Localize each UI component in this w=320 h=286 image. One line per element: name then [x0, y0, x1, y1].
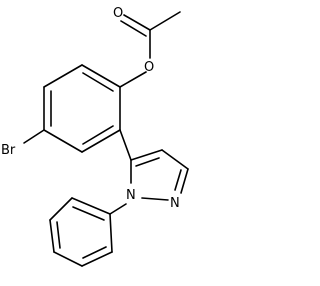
structure-diagram: O O Br N N — [1, 6, 189, 267]
bond-ring1-a-inner — [82, 72, 114, 92]
bond-methyl-carbonyl — [149, 11, 181, 31]
molecule-canvas: O O Br N N — [1, 6, 189, 267]
atom-label-ester-oxygen: O — [144, 60, 154, 75]
bond-pyrazole-c5-c4 — [130, 149, 163, 161]
bond-phenyl-c — [49, 219, 55, 253]
bond-ring-pyrazole — [119, 129, 132, 161]
bond-carbonyl-double-b — [120, 20, 147, 37]
atom-label-carbonyl-oxygen: O — [113, 6, 123, 21]
bond-ring1-e — [81, 129, 121, 153]
bond-ester-o-ring — [119, 71, 147, 88]
bond-phenyl-a — [71, 197, 111, 215]
bond-phenyl-d — [53, 251, 83, 267]
bond-ring-bromine — [23, 129, 45, 144]
bond-pyrazole-c3-n2 — [180, 168, 189, 194]
bond-n1-phenyl — [109, 203, 127, 215]
bond-pyrazole-c4-c3 — [161, 149, 189, 170]
bond-ring1-d — [43, 129, 83, 153]
atom-label-nitrogen-1: N — [126, 188, 136, 203]
bond-phenyl-f — [109, 213, 113, 253]
bond-phenyl-e — [81, 251, 113, 267]
bond-phenyl-a-inner — [72, 206, 105, 221]
bond-pyrazole-c3-n2-inner — [174, 169, 182, 191]
atom-label-bromine: Br — [1, 143, 16, 158]
bond-ring1-b — [43, 64, 83, 88]
bond-phenyl-b — [49, 197, 73, 221]
bond-ring1-a — [81, 64, 121, 88]
bond-carbonyl-double-a — [123, 14, 151, 31]
bond-pyrazole-c5-c4-inner — [135, 157, 160, 167]
atom-label-nitrogen-2: N — [170, 196, 180, 211]
bond-ring1-e-inner — [82, 125, 114, 145]
bond-phenyl-c-inner — [56, 221, 61, 249]
bond-pyrazole-n2-n1 — [141, 197, 169, 201]
bond-phenyl-e-inner — [82, 246, 107, 259]
